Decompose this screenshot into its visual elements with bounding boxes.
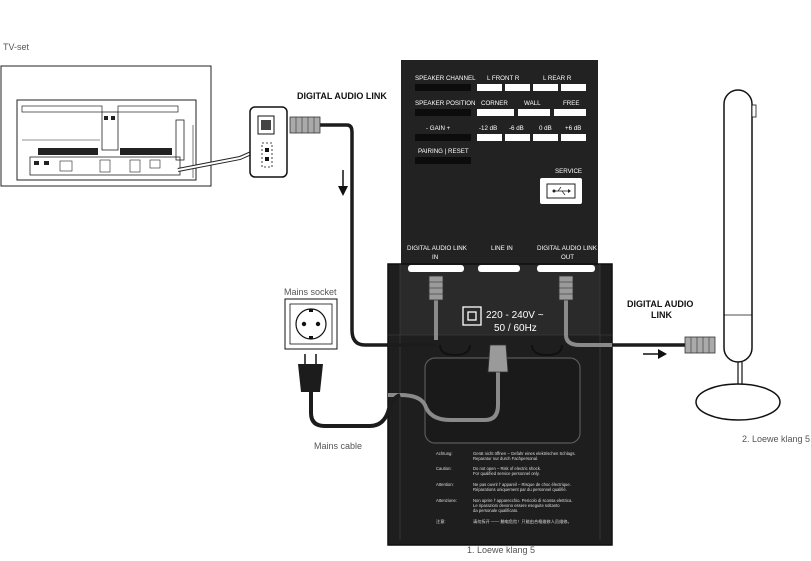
warning-text: Le riparazioni devono essere eseguite so…	[473, 503, 560, 508]
wall-label: WALL	[524, 100, 541, 107]
usb-service-port-icon	[540, 178, 582, 204]
free-label: FREE	[563, 100, 580, 107]
speaker-position-label: SPEAKER POSITION	[415, 100, 476, 107]
power-inlet-icon	[462, 306, 482, 326]
control-panel: SPEAKER CHANNEL L FRONT R L REAR R SPEAK…	[401, 60, 598, 265]
voltage-label: 220 - 240V ~	[486, 310, 544, 321]
tv-set-label: TV-set	[3, 42, 30, 52]
front-label: L FRONT R	[487, 75, 520, 82]
arrow-down-icon	[338, 170, 348, 196]
frequency-label: 50 / 60Hz	[494, 323, 537, 334]
db-minus-12-label: -12 dB	[479, 125, 497, 132]
warning-label: Attention:	[436, 482, 454, 487]
digital-audio-link-plug-right	[684, 336, 716, 354]
pairing-reset-label: PAIRING | RESET	[418, 148, 469, 155]
digital-audio-link-plug-top	[289, 116, 321, 134]
db-minus-6-label: -6 dB	[509, 125, 524, 132]
tower-speaker	[695, 89, 781, 421]
corner-label: CORNER	[481, 100, 508, 107]
dal-out-suffix: OUT	[561, 254, 574, 261]
service-label: SERVICE	[555, 168, 582, 175]
gain-label: - GAIN +	[426, 125, 451, 132]
warning-text: Do not open – Risk of electric shock.	[473, 466, 541, 471]
warning-text: Reparatur nur durch Fachpersonal.	[473, 456, 538, 461]
warning-text: da personale qualificato.	[473, 508, 518, 513]
dal-in-plug	[428, 275, 444, 301]
safety-warnings: Achtung: Gerät nicht öffnen – Gefahr ein…	[436, 451, 576, 525]
db-plus-6-label: +6 dB	[565, 125, 581, 132]
warning-label: Achtung:	[436, 451, 453, 456]
warning-text: 请勿拆开 —— 触电危险！只能由合格维修人员维修。	[473, 518, 572, 525]
dal-in-label: DIGITAL AUDIO LINK	[407, 245, 468, 252]
mains-socket	[284, 298, 338, 350]
warning-label: 注意:	[436, 518, 446, 525]
arrow-right-icon	[643, 349, 667, 359]
db-0-label: 0 dB	[539, 125, 552, 132]
device-1-caption: 1. Loewe klang 5	[467, 545, 536, 555]
dal-out-plug	[558, 275, 574, 301]
digital-audio-link-label-top: DIGITAL AUDIO LINK	[297, 91, 387, 101]
warning-text: Non aprire l' apparecchio. Pericolo di s…	[473, 498, 573, 503]
warning-text: Ne pas ouvrir l' appareil – Risque de ch…	[473, 482, 571, 487]
tv-set	[0, 65, 212, 187]
rear-label: L REAR R	[543, 75, 572, 82]
line-in-label: LINE IN	[491, 245, 513, 252]
power-plug-iec	[487, 344, 509, 373]
mains-cable-label: Mains cable	[314, 441, 363, 451]
warning-text: Gerät nicht öffnen – Gefahr eines elektr…	[473, 451, 576, 456]
mains-plug	[298, 354, 323, 392]
speaker-channel-label: SPEAKER CHANNEL	[415, 75, 476, 82]
warning-label: Caution:	[436, 466, 452, 471]
dal-in-suffix: IN	[432, 254, 438, 261]
digital-audio-link-label-right: DIGITAL AUDIO	[627, 299, 694, 309]
warning-text: For qualified service personnel only.	[473, 471, 540, 476]
mains-socket-label: Mains socket	[284, 287, 337, 297]
tv-connector-box	[249, 106, 288, 178]
dal-out-label: DIGITAL AUDIO LINK	[537, 245, 598, 252]
warning-label: Attenzione:	[436, 498, 457, 503]
warning-text: Réparations uniquement par du personnel …	[473, 487, 567, 492]
device-2-caption: 2. Loewe klang 5	[742, 434, 811, 444]
digital-audio-link-label-right-suffix: LINK	[651, 310, 672, 320]
